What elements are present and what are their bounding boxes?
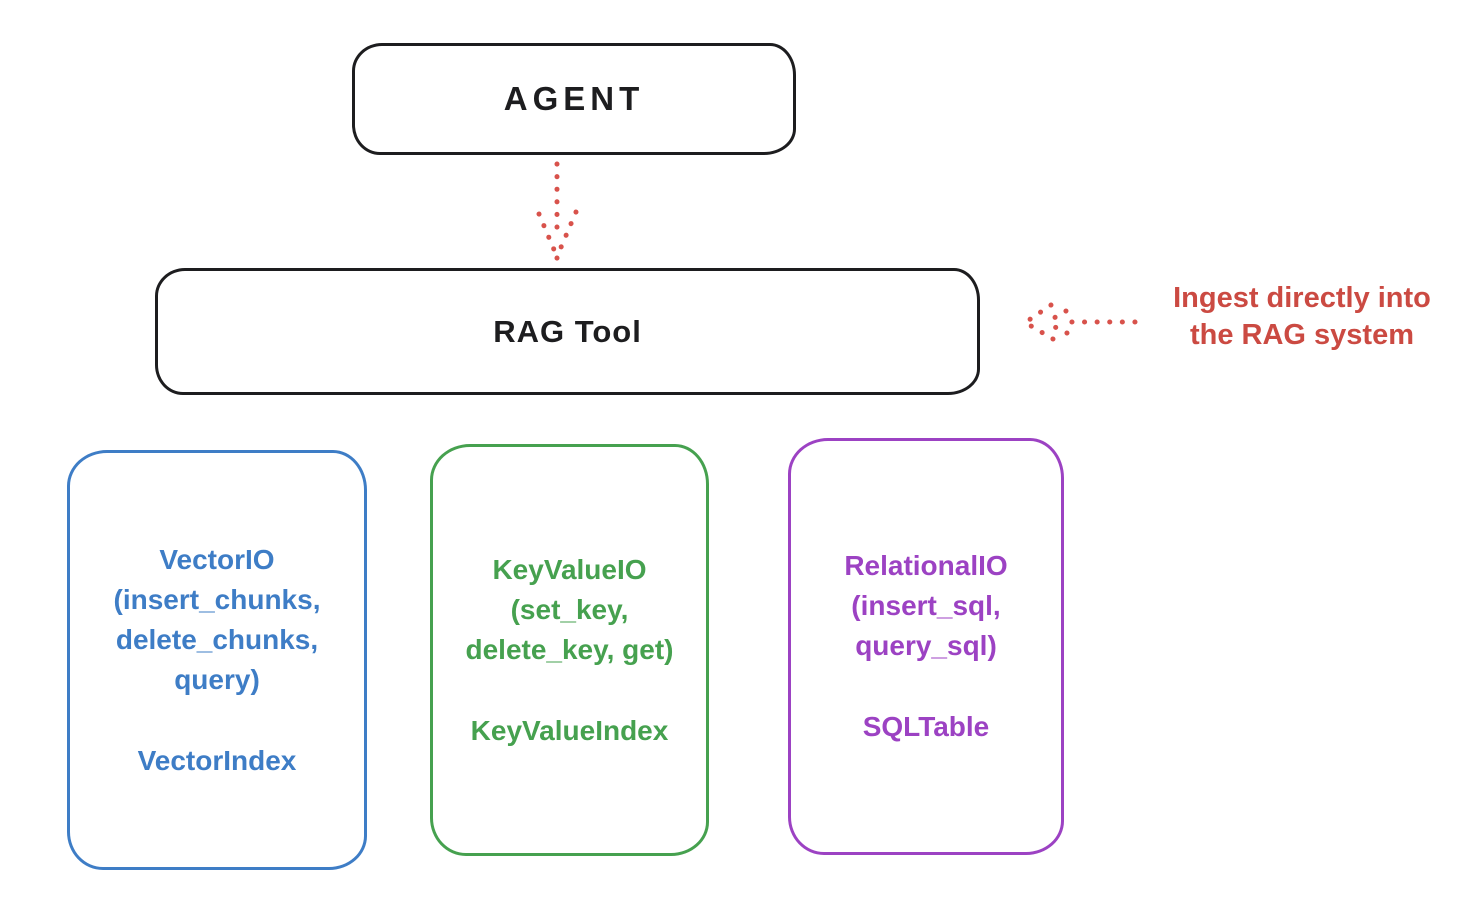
vector-io-methods-line-1: (insert_chunks, — [113, 583, 321, 615]
keyvalue-io-methods-line-2: delete_key, get) — [465, 633, 674, 665]
relational-io-methods-line-1: (insert_sql, — [851, 590, 1001, 621]
agent-box-label: AGENT — [503, 80, 645, 117]
relational-io-methods-line-2: query_sql) — [855, 630, 997, 661]
vector-io-methods-line-3: query) — [174, 663, 260, 695]
keyvalue-io-box: KeyValueIO (set_key, delete_key, get) Ke… — [430, 444, 709, 856]
rag-tool-box-label: RAG Tool — [493, 313, 642, 349]
agent-to-rag-arrow-icon — [536, 161, 579, 261]
keyvalue-index-label: KeyValueIndex — [470, 714, 669, 746]
relational-io-box: RelationalIO (insert_sql, query_sql) SQL… — [788, 438, 1064, 855]
vector-index-label: VectorIndex — [137, 744, 297, 776]
vector-io-box: VectorIO (insert_chunks, delete_chunks, … — [67, 450, 367, 870]
vector-io-title: VectorIO — [159, 543, 275, 575]
sql-table-label: SQLTable — [862, 711, 990, 742]
vector-io-methods-line-2: delete_chunks, — [115, 623, 319, 655]
annotation-text: Ingest directly into the RAG system — [1128, 280, 1476, 354]
relational-io-title: RelationalIO — [844, 550, 1008, 581]
annotation-line-2: the RAG system — [1189, 319, 1414, 351]
rag-tool-box: RAG Tool — [155, 268, 980, 395]
keyvalue-io-title: KeyValueIO — [492, 553, 647, 585]
agent-box: AGENT — [352, 43, 796, 155]
annotation-arrow-icon — [1023, 302, 1138, 342]
annotation-line-1: Ingest directly into — [1173, 282, 1431, 314]
keyvalue-io-methods-line-1: (set_key, — [510, 593, 629, 625]
